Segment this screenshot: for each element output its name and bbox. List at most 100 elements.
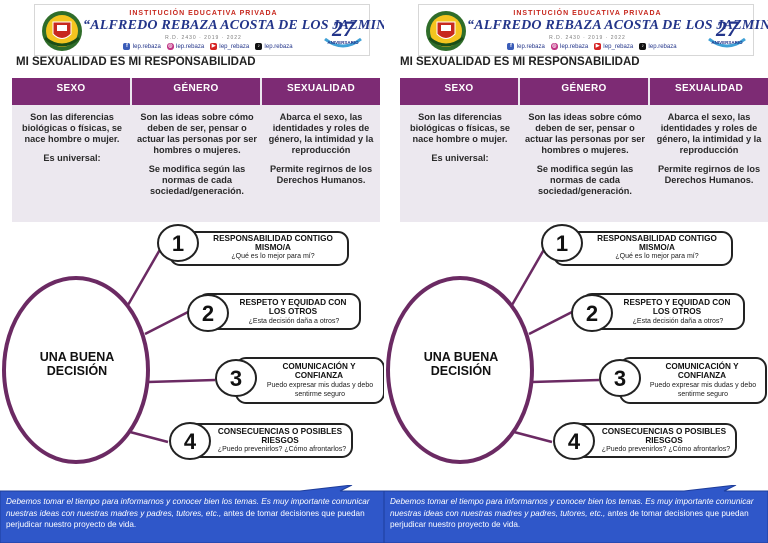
header-sexualidad: SEXUALIDAD: [262, 78, 380, 105]
table-body-row: Son las diferencias biológicas o físicas…: [12, 105, 380, 205]
step-1-subtitle: ¿Qué es lo mejor para mí?: [231, 253, 315, 260]
table-body-row: Son las diferencias biológicas o físicas…: [400, 105, 768, 205]
cell-text: Abarca el sexo, las identidades y roles …: [268, 112, 374, 155]
facebook-icon: f: [123, 43, 131, 50]
decision-diagram: 1 2 3 4 UNA BUENA DECISIÓN RESPONSABILID…: [384, 222, 768, 482]
step-3-title: COMUNICACIÓN Y CONFIANZA: [282, 362, 356, 380]
cell-text: Permite regirnos de los Derechos Humanos…: [657, 164, 761, 185]
cell-text: Abarca el sexo, las identidades y roles …: [656, 112, 762, 155]
cell-text: Son las diferencias biológicas o físicas…: [21, 112, 123, 144]
step-4-subtitle: ¿Puedo prevenirlos? ¿Cómo afrontarlos?: [601, 446, 731, 453]
tiktok-icon: ♪: [639, 43, 647, 50]
social-instagram[interactable]: ◎Iep.rebaza: [550, 43, 589, 50]
cell-sexo: Son las diferencias biológicas o físicas…: [400, 105, 520, 205]
social-youtube[interactable]: ▶Iep_rebaza: [594, 43, 634, 50]
facebook-icon: f: [507, 43, 515, 50]
step-2-number: 2: [586, 301, 598, 326]
step-2-number: 2: [202, 301, 214, 326]
cell-sexo: Son las diferencias biológicas o físicas…: [12, 105, 132, 205]
step-4-subtitle: ¿Puedo prevenirlos? ¿Cómo afrontarlos?: [217, 446, 347, 453]
advice-callout: Debemos tomar el tiempo para informarnos…: [384, 485, 768, 543]
school-header: INSTITUCIÓN EDUCATIVA PRIVADA “ALFREDO R…: [418, 4, 768, 56]
decision-label: UNA BUENA DECISIÓN: [39, 350, 115, 378]
step-2-circle: [187, 294, 229, 332]
cell-text: Es universal:: [431, 153, 489, 163]
step-1-circle: [157, 224, 199, 262]
school-kicker: INSTITUCIÓN EDUCATIVA PRIVADA: [513, 10, 662, 17]
callout-text-plain: antes de tomar decisiones que puedan per…: [390, 508, 749, 530]
advice-callout: Debemos tomar el tiempo para informarnos…: [0, 485, 384, 543]
social-tiktok[interactable]: ♪Iep.rebaza: [255, 43, 293, 50]
step-3-title: COMUNICACIÓN Y CONFIANZA: [665, 362, 739, 380]
step-2-subtitle: ¿Esta decisión daña a otros?: [248, 318, 340, 325]
header-sexo: SEXO: [400, 78, 520, 105]
cell-sexualidad: Abarca el sexo, las identidades y roles …: [262, 105, 380, 205]
step-1-subtitle: ¿Qué es lo mejor para mí?: [615, 253, 699, 260]
step-4-number: 4: [568, 429, 581, 454]
school-resolution: R.D. 2430 · 2019 · 2022: [165, 35, 242, 41]
anniversary-badge: 27 ANIVERSARIO: [324, 16, 362, 48]
decision-label: UNA BUENA DECISIÓN: [423, 350, 499, 378]
header-genero: GÉNERO: [520, 78, 650, 105]
anniversary-word: ANIVERSARIO: [711, 40, 743, 45]
step-3-circle: [215, 359, 257, 397]
step-3-subtitle: Puedo expresar mis dudas y debo sentirme…: [649, 382, 757, 398]
step-2-title: RESPETO Y EQUIDAD CON LOS OTROS: [623, 298, 731, 316]
callout-text-italic: Debemos tomar el tiempo para informarnos…: [6, 497, 370, 518]
callout-shape: [384, 485, 768, 543]
social-instagram[interactable]: ◎Iep.rebaza: [166, 43, 205, 50]
step-4-number: 4: [184, 429, 197, 454]
decision-ring: [386, 276, 534, 464]
step-1-circle: [541, 224, 583, 262]
step-2-circle: [571, 294, 613, 332]
step-4-title: CONSECUENCIAS O POSIBLES RIESGOS: [601, 427, 727, 445]
cell-text: Se modifica según las normas de cada soc…: [148, 164, 246, 196]
decision-diagram: 1 2 3 4 UNA BUENA DECISIÓN RESPONSABILID…: [0, 222, 384, 482]
youtube-icon: ▶: [594, 43, 602, 50]
step-1-title: RESPONSABILIDAD CONTIGO MISMO/A: [213, 234, 333, 252]
diagram-graphics: 1 2 3 4: [2, 224, 384, 464]
instagram-icon: ◎: [166, 43, 174, 50]
concepts-table: SEXO GÉNERO SEXUALIDAD Son las diferenci…: [400, 78, 768, 222]
cell-text: Son las diferencias biológicas o físicas…: [409, 112, 511, 144]
decision-ring: [2, 276, 150, 464]
cell-genero: Son las ideas sobre cómo deben de ser, p…: [520, 105, 650, 205]
left-panel: INSTITUCIÓN EDUCATIVA PRIVADA “ALFREDO R…: [0, 4, 384, 543]
school-resolution: R.D. 2430 · 2019 · 2022: [549, 35, 626, 41]
cell-text: Es universal:: [43, 153, 101, 163]
social-youtube[interactable]: ▶Iep_rebaza: [210, 43, 250, 50]
page-title: MI SEXUALIDAD ES MI RESPONSABILIDAD: [16, 56, 256, 68]
anniversary-number: 27: [331, 16, 355, 41]
header-sexo: SEXO: [12, 78, 132, 105]
cell-sexualidad: Abarca el sexo, las identidades y roles …: [650, 105, 768, 205]
callout-shape: [0, 485, 384, 543]
step-3-number: 3: [230, 366, 242, 391]
page-title: MI SEXUALIDAD ES MI RESPONSABILIDAD: [400, 56, 640, 68]
cell-genero: Son las ideas sobre cómo deben de ser, p…: [132, 105, 262, 205]
school-crest-logo: [426, 11, 466, 51]
school-name: “ALFREDO REBAZA ACOSTA DE LOS JAZMINES”: [467, 18, 768, 33]
anniversary-number: 27: [715, 16, 739, 41]
step-3-subtitle: Puedo expresar mis dudas y debo sentirme…: [266, 382, 374, 398]
school-kicker: INSTITUCIÓN EDUCATIVA PRIVADA: [129, 10, 278, 17]
step-2-subtitle: ¿Esta decisión daña a otros?: [632, 318, 724, 325]
cell-text: Son las ideas sobre cómo deben de ser, p…: [136, 112, 257, 155]
callout-text: Debemos tomar el tiempo para informarnos…: [6, 496, 378, 531]
diagram-graphics: 1 2 3 4: [386, 224, 767, 464]
school-name: “ALFREDO REBAZA ACOSTA DE LOS JAZMINES”: [83, 18, 384, 33]
cell-text: Son las ideas sobre cómo deben de ser, p…: [524, 112, 645, 155]
social-tiktok[interactable]: ♪Iep.rebaza: [639, 43, 677, 50]
step-4-circle: [553, 422, 595, 460]
cell-text: Permite regirnos de los Derechos Humanos…: [269, 164, 373, 185]
step-1-title: RESPONSABILIDAD CONTIGO MISMO/A: [597, 234, 717, 252]
step-1-number: 1: [556, 231, 568, 256]
step-3-circle: [599, 359, 641, 397]
cell-text: Se modifica según las normas de cada soc…: [536, 164, 634, 196]
step-3-number: 3: [614, 366, 626, 391]
table-header-row: SEXO GÉNERO SEXUALIDAD: [400, 78, 768, 105]
step-1-number: 1: [172, 231, 184, 256]
callout-text: Debemos tomar el tiempo para informarnos…: [390, 496, 762, 531]
